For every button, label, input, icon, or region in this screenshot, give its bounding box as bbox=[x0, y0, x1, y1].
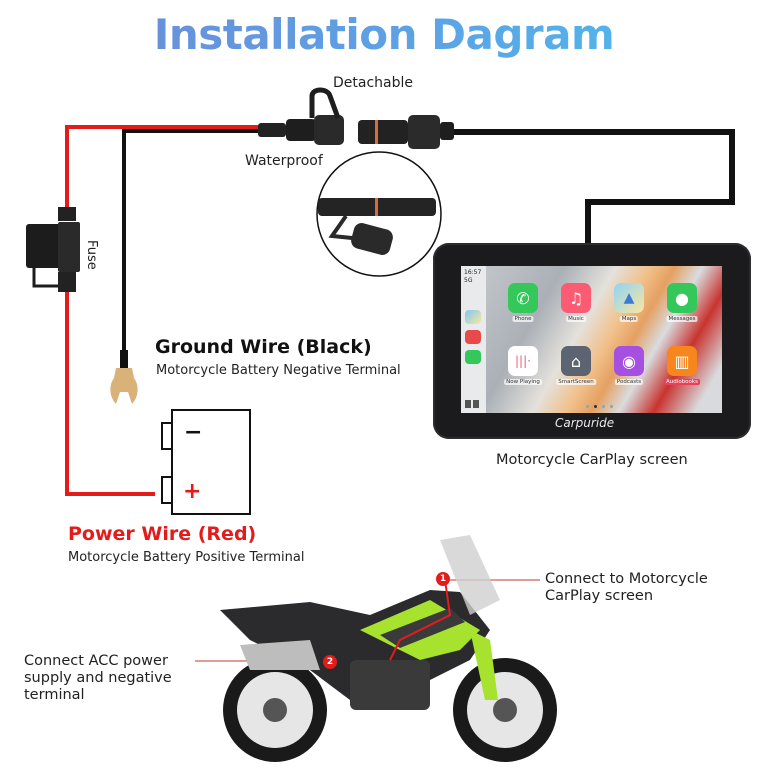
status-signal: 5G bbox=[464, 277, 473, 284]
detachable-label: Detachable bbox=[333, 75, 414, 91]
music-icon[interactable]: ♫ bbox=[561, 283, 591, 313]
app-label-maps: Maps bbox=[619, 316, 639, 322]
carplay-dock: 16:57 5G bbox=[461, 266, 486, 413]
positive-terminal-symbol: + bbox=[183, 479, 202, 504]
dock-maps-icon[interactable] bbox=[465, 310, 481, 324]
dock-netease-icon[interactable] bbox=[465, 330, 481, 344]
app-label-podcasts: Podcasts bbox=[614, 379, 644, 385]
red-wire-top bbox=[65, 125, 258, 210]
app-label-audiobooks: Audiobooks bbox=[664, 379, 700, 385]
callout-marker-1: 1 bbox=[436, 572, 450, 586]
power-wire-heading: Power Wire (Red) bbox=[68, 523, 257, 545]
maps-icon[interactable]: ▲ bbox=[614, 283, 644, 313]
connector-detail-inset bbox=[316, 151, 442, 277]
callout-2-line1: Connect ACC power bbox=[24, 653, 168, 669]
page-title: Installation Dagram bbox=[0, 10, 768, 59]
dashboard-grid-icon[interactable] bbox=[465, 400, 479, 408]
phone-icon[interactable]: ✆ bbox=[508, 283, 538, 313]
fuse-icon bbox=[26, 207, 80, 292]
detachable-connector-icon bbox=[358, 115, 454, 149]
red-wire-bottom bbox=[65, 290, 155, 496]
ring-terminal-icon bbox=[110, 350, 138, 404]
callout-1-line1: Connect to Motorcycle bbox=[545, 571, 708, 587]
callout-2-text: Connect ACC power supply and negative te… bbox=[24, 653, 172, 704]
page-dot bbox=[610, 405, 613, 408]
black-wire bbox=[122, 129, 258, 350]
negative-terminal-symbol: − bbox=[184, 420, 203, 445]
brand-logo: Carpuride bbox=[555, 416, 615, 430]
dock-phone-icon[interactable] bbox=[465, 350, 481, 364]
audiobooks-icon[interactable]: ▥ bbox=[667, 346, 697, 376]
callout-1-text: Connect to Motorcycle CarPlay screen bbox=[545, 571, 708, 605]
motorcycle-image bbox=[220, 535, 557, 762]
ground-wire-heading: Ground Wire (Black) bbox=[155, 336, 372, 358]
podcasts-icon[interactable]: ◉ bbox=[614, 346, 644, 376]
status-time: 16:57 bbox=[464, 269, 482, 276]
now-playing-icon[interactable]: |||· bbox=[508, 346, 538, 376]
battery-icon bbox=[161, 409, 251, 515]
messages-icon[interactable]: ● bbox=[667, 283, 697, 313]
waterproof-connector-icon bbox=[258, 87, 344, 145]
page-indicator bbox=[586, 405, 613, 408]
app-label-now-playing: Now Playing bbox=[504, 379, 542, 385]
waterproof-label: Waterproof bbox=[245, 153, 323, 169]
callout-marker-2: 2 bbox=[323, 655, 337, 669]
page-dot bbox=[602, 405, 605, 408]
fuse-label: Fuse bbox=[84, 240, 99, 270]
callout-2-line3: terminal bbox=[24, 687, 85, 703]
home-icon[interactable]: ⌂ bbox=[561, 346, 591, 376]
app-label-phone: Phone bbox=[512, 316, 534, 322]
page-dot-active bbox=[594, 405, 597, 408]
app-label-smartscreen: SmartScreen bbox=[556, 379, 596, 385]
screen-caption: Motorcycle CarPlay screen bbox=[496, 452, 688, 468]
ground-wire-subtitle: Motorcycle Battery Negative Terminal bbox=[156, 363, 401, 378]
carplay-screen: ✆ ♫ ▲ ● Phone Music Maps Messages |||· ⌂… bbox=[461, 266, 722, 413]
callout-2-line2: supply and negative bbox=[24, 670, 172, 686]
app-label-messages: Messages bbox=[666, 316, 698, 322]
screen-cable bbox=[452, 129, 735, 245]
app-label-music: Music bbox=[566, 316, 586, 322]
page-dot bbox=[586, 405, 589, 408]
callout-1-line2: CarPlay screen bbox=[545, 588, 654, 604]
power-wire-subtitle: Motorcycle Battery Positive Terminal bbox=[68, 550, 305, 565]
